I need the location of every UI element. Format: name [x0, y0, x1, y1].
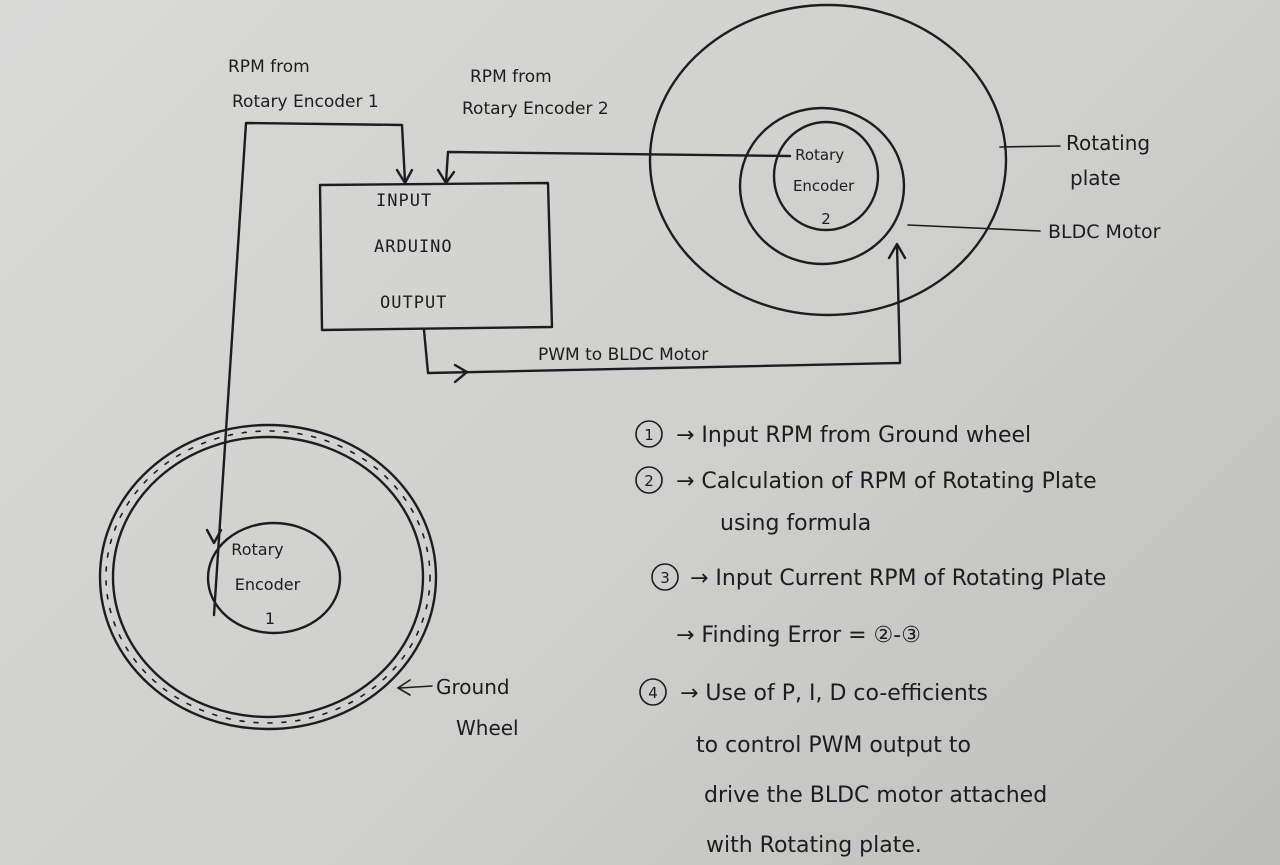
- step-text: using formula: [720, 511, 871, 536]
- step-marker-number: 1: [644, 426, 654, 444]
- arduino-output-label: OUTPUT: [380, 293, 447, 313]
- encoder2-signal-line: [436, 150, 792, 185]
- arduino-box: [318, 181, 554, 332]
- ground-wheel-label: Ground Wheel: [436, 675, 519, 740]
- bldc-motor-label: BLDC Motor: [1048, 221, 1161, 243]
- bldc-motor: [738, 106, 906, 266]
- step-text: → Use of P, I, D co-efficients: [680, 681, 988, 706]
- procedure-notes: 1 → Input RPM from Ground wheel 2 → Calcula…: [635, 420, 1106, 858]
- step-text: → Input RPM from Ground wheel: [676, 423, 1031, 448]
- encoder1-signal-line: [205, 121, 414, 617]
- step-marker-number: 4: [648, 684, 658, 702]
- step-marker-circle: [639, 678, 667, 706]
- wheel-pointer-arrow: [396, 679, 433, 696]
- arduino-input-label: INPUT: [376, 191, 432, 211]
- step-marker-circle: [651, 563, 679, 591]
- rpm-encoder2-label: RPM from Rotary Encoder 2: [462, 67, 609, 119]
- rotary-encoder-2: [772, 120, 880, 232]
- step-marker-number: 2: [644, 472, 654, 490]
- arduino-name-label: ARDUINO: [374, 237, 453, 257]
- encoder2-label: Rotary Encoder 2: [793, 146, 859, 228]
- plate-leader-line: [999, 145, 1061, 148]
- step-text: → Input Current RPM of Rotating Plate: [690, 566, 1106, 591]
- rotating-plate-label: Rotating plate: [1066, 131, 1156, 190]
- step-text: to control PWM output to: [696, 733, 971, 758]
- pwm-signal-line: [422, 242, 907, 384]
- rpm-encoder1-label: RPM from Rotary Encoder 1: [228, 57, 379, 112]
- step-text: drive the BLDC motor attached: [704, 783, 1047, 808]
- step-text: → Finding Error = ②-③: [676, 623, 921, 648]
- step-marker-circle: [635, 420, 663, 448]
- rotating-plate: [648, 3, 1008, 317]
- encoder1-label: Rotary Encoder 1: [231, 540, 305, 628]
- ground-wheel: [98, 423, 438, 731]
- motor-leader-line: [907, 224, 1041, 232]
- step-text: → Calculation of RPM of Rotating Plate: [676, 469, 1097, 494]
- step-marker-number: 3: [660, 569, 670, 587]
- pwm-label: PWM to BLDC Motor: [538, 345, 708, 365]
- step-text: with Rotating plate.: [706, 833, 922, 858]
- step-marker-circle: [635, 466, 663, 494]
- rotary-encoder-1: [206, 521, 342, 635]
